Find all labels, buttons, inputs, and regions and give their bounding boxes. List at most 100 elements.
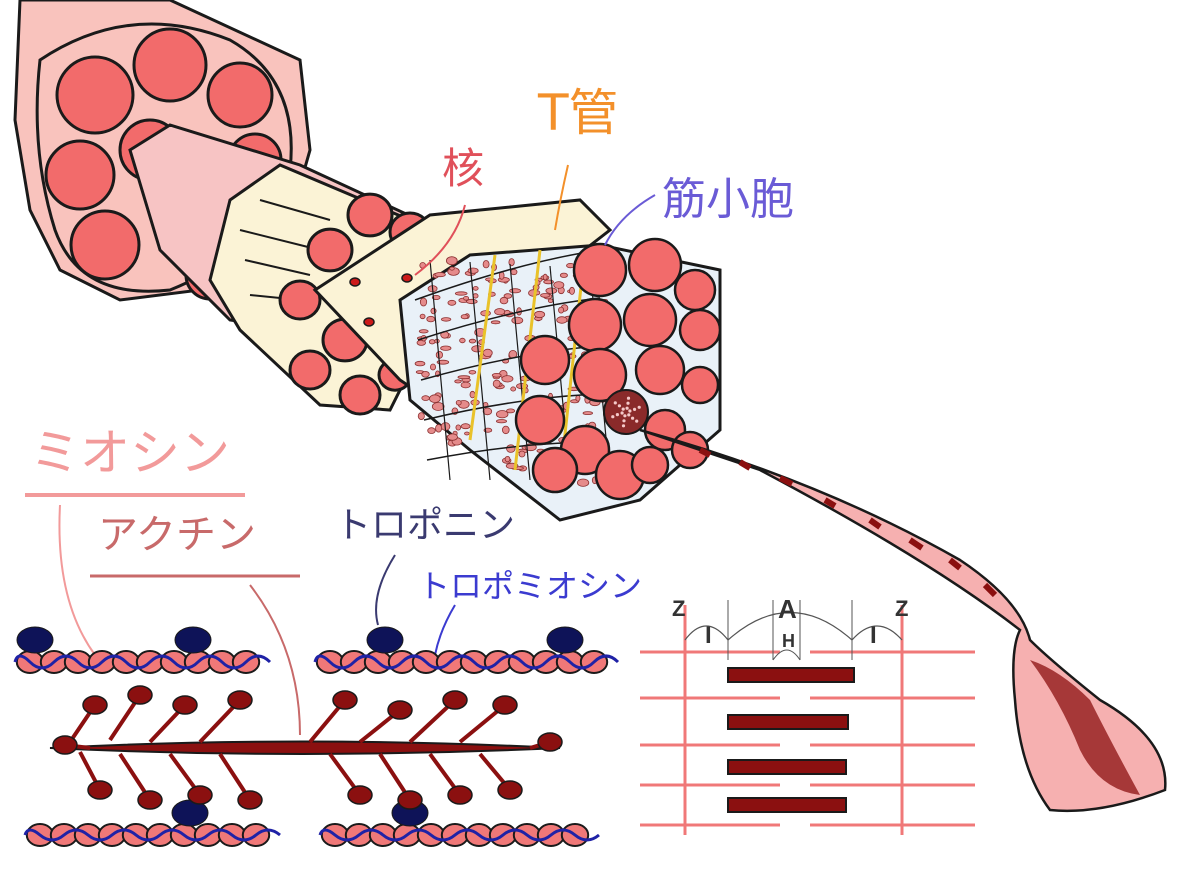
myofilament-dots [611,396,641,428]
sr-vesicle [482,260,490,269]
sr-vesicle [436,359,450,365]
sr-vesicle [503,293,513,299]
muscle-fiber-circle [338,374,382,416]
sr-leader [604,194,656,246]
sr-vesicle [558,306,565,314]
troponin-complex [16,626,54,654]
myofibril-highlighted [603,389,649,435]
myosin-head [172,695,198,715]
sr-vesicle [449,266,455,271]
tropomyosin-label: トロポミオシン [418,567,643,605]
nucleus [349,277,361,287]
troponin-complex [174,626,212,654]
fascicle-circle [44,139,116,211]
sr-vesicle [501,425,510,435]
sr-vesicle [429,363,436,371]
actin-leader [249,584,301,736]
myosin-head [447,785,473,805]
sr-vesicle [435,424,443,433]
actin-row-lower-left [23,799,281,847]
troponin-label: トロポニン [335,505,516,546]
sr-vesicle [421,370,430,378]
sr-vesicle [545,287,558,294]
sr-vesicle [454,291,468,296]
sr-vesicle [582,411,594,416]
sr-vesicle [460,423,471,430]
strand-banding [698,447,998,598]
h-zone-label: H [782,631,795,651]
tropomyosin-strand [23,828,281,842]
sr-vesicle [463,295,470,301]
sr-boundary [423,393,601,421]
myofibril-circle [572,347,628,403]
myosin-head [137,790,163,810]
sr-vesicle [504,455,511,463]
myofibril-circle [678,308,722,352]
actin-row-upper-right [313,626,620,674]
sr-vesicle [556,316,568,324]
myosin-leader [58,504,96,656]
myosin-head [397,790,423,810]
muscle-fiber-circle [278,279,322,321]
myofilament-dot [613,401,617,405]
tropomyosin-strand [318,828,600,842]
myosin-head [237,790,263,810]
sr-vesicle [454,379,462,384]
sr-vesicle [490,320,501,325]
troponin-leader [375,554,396,626]
sr-vesicle [434,272,446,278]
strand-tip-shading [1030,660,1140,795]
myosin-head [127,685,153,705]
z-line-label-right: Z [895,596,909,621]
myofibril-circle [531,446,579,494]
myofilament-dot [628,409,632,413]
sr-vesicle [534,310,546,319]
i-band-label-left: I [705,622,712,649]
myosin-head [87,780,113,800]
myosin-head [332,690,358,710]
myofilament-dot [611,415,615,419]
myofilament-dot [627,413,631,417]
sr-vesicle [440,317,452,322]
sr-vesicle [431,294,441,300]
t-tubule [468,254,497,441]
sarcoplasmic-reticulum-label: 筋小胞 [662,174,794,225]
sr-vesicle [419,297,428,307]
thick-filament [727,759,847,775]
t-tubule-label: T管 [538,84,619,142]
myosin-thick-filament [49,685,563,810]
sr-vesicle [494,308,506,316]
myosin-tail-bundle [49,740,561,755]
sr-vesicle [447,433,458,441]
troponin-complex [546,626,584,654]
myofilament-dot [625,406,629,410]
sr-vesicle [467,267,479,274]
sr-vesicle [427,427,436,434]
sr-vesicle [429,394,441,404]
myofilament-dot [635,419,639,423]
sr-divider [509,263,531,481]
myofibril-circle [680,365,720,405]
i-band-arc [684,625,729,641]
sr-vesicle [428,339,436,345]
myofilament-dot [637,405,641,409]
myofibril-strand [639,428,1167,813]
myosin-head [497,780,523,800]
myofilament-dot [615,413,620,417]
fascicle-circle [69,209,141,281]
actin-row-upper-left [13,626,272,674]
myofibril-circle [627,237,683,293]
myofilament-dot [626,396,631,400]
a-band-arc [727,612,853,641]
sr-vesicle [491,372,502,378]
muscle-fiber-circle [306,227,354,273]
sr-vesicle [465,298,478,305]
myofilament-dot [622,419,626,423]
troponin-complex [366,626,404,654]
sr-vesicle [455,400,462,406]
myosin-head [442,690,468,710]
sr-vesicle [468,370,477,375]
myosin-head [82,695,108,715]
sr-vesicle [495,419,507,424]
